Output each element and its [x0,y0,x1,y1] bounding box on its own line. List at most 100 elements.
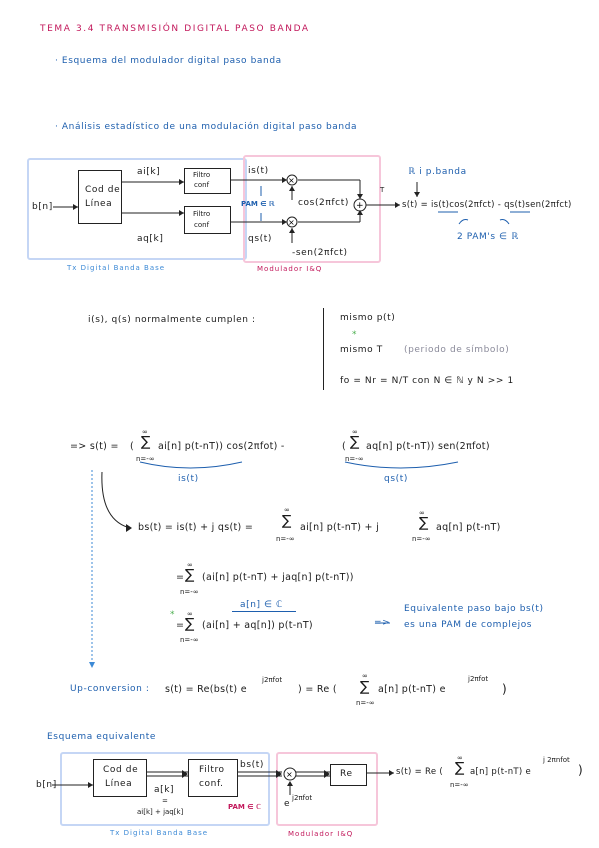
main-paren-open-2: ( [342,441,347,452]
upconv-sum-top: ∞ [362,672,368,680]
upconv-sum-symbol: ∑ [360,679,370,695]
d2-coder-text-1: Cod de [103,765,139,775]
d2-output-end: ) [578,763,583,777]
line3-sum-top: ∞ [187,610,193,618]
d2-ak-equals: = [162,797,168,805]
bullet-text-1: Esquema del modulador digital paso banda [61,56,282,66]
d1-input-label: b[n] [32,202,53,212]
d2-caption-mod: Modulador I&Q [288,830,354,838]
d2-pam-complex-label: PAM ∈ ℂ [228,803,262,811]
bs-sum-top-1: ∞ [284,506,290,514]
line3-star: * [170,610,176,620]
d1-filter-top-block: Filtro conf [184,168,231,194]
main-paren-open-1: ( [130,441,135,452]
main-term-q: aq[n] p(t-nT)) sen(2πfot) [366,441,490,452]
bs-term-2: aq[n] p(t-nT) [436,522,501,533]
d1-T-label: T [380,186,385,194]
d2-re-text: Re [340,769,353,779]
svg-text:×: × [288,218,295,227]
main-term-i: ai[n] p(t-nT)) cos(2πfot) - [158,441,285,452]
d2-ak-label: a[k] [154,785,175,795]
d2-filter-text-2: conf. [199,779,224,789]
d1-cos-label: cos(2πfct) [298,198,349,208]
d2-iq-modulator-region [276,752,378,826]
line2-sum-symbol: ∑ [185,567,195,583]
bs-prefix: bs(t) = is(t) + j qs(t) = [138,522,254,533]
d1-filter-top-text-1: Filtro [193,171,211,179]
brace-label-is: is(t) [178,474,199,484]
conditions-lead: i(s), q(s) normalmente cumplen : [88,315,256,325]
d1-two-pams-label: 2 PAM's ∈ ℝ [457,232,519,242]
bs-term-1: ai[n] p(t-nT) + j [300,522,380,533]
d2-output-eq: s(t) = Re ( [396,767,443,777]
d2-re-block: Re [330,764,367,786]
d1-caption-tx: Tx Digital Banda Base [67,264,166,272]
upconv-label: Up-conversion : [70,684,150,694]
upconv-exp-1: j2πfot [262,676,283,684]
upconv-end: ) [502,682,507,696]
d2-ak-sub: ai[k] + jaq[k] [137,808,184,816]
d2-coder-text-2: Línea [105,779,133,789]
d2-filter-text-1: Filtro [199,765,225,775]
condition-item-2: mismo T [340,345,383,355]
brace-label-qs: qs(t) [384,474,408,484]
line2-expr: (ai[n] p(t-nT) + jaq[n] p(t-nT)) [202,572,354,583]
upconv-sum-bottom: n=-∞ [356,699,375,707]
d1-ai-label: ai[k] [137,167,161,177]
upconv-exp-2: j2πfot [468,675,489,683]
d2-sum-symbol: ∑ [455,760,465,776]
d2-exp-sup: j2πfot [292,794,313,802]
main-sum-top-1: ∞ [142,428,149,436]
bullet-text-2: Análisis estadístico de una modulación d… [61,122,358,132]
svg-text:×: × [288,176,295,185]
d2-exp-base: e [284,799,291,809]
d2-line-coder-block: Cod de Línea [93,759,147,797]
line2-prefix: = [176,572,185,583]
d1-filter-bot-text-2: conf [194,221,210,229]
tx-baseband-region [27,158,247,260]
d1-output-equation: s(t) = is(t)cos(2πfct) - qs(t)sen(2πfct) [402,200,572,210]
d1-coder-text-2: Línea [85,199,113,209]
condition-star: * [352,330,358,340]
upconv-eq-2: ) = Re ( [298,684,337,695]
bullet-item-1: · Esquema del modulador digital paso ban… [55,56,282,66]
iq-modulator-region [243,155,381,263]
bullet-item-2: · Análisis estadístico de una modulación… [55,122,358,132]
d2-bs-label: bs(t) [240,760,264,770]
main-sum-symbol-1: ∑ [141,434,151,450]
upconv-eq-1: s(t) = Re(bs(t) e [165,684,247,695]
d1-filter-bottom-block: Filtro conf [184,206,231,234]
main-sum-top-2: ∞ [352,428,359,436]
d2-caption-tx: Tx Digital Banda Base [110,829,209,837]
d1-sen-label: -sen(2πfct) [292,248,348,258]
d2-input-label: b[n] [36,780,57,790]
condition-item-2-note: (periodo de símbolo) [404,345,510,355]
line3-prefix: = [176,620,185,631]
condition-item-1: mismo p(t) [340,313,396,323]
d1-filter-top-text-2: conf [194,181,210,189]
svg-text:×: × [286,770,293,779]
note-line-1: Equivalente paso bajo bs(t) [404,604,544,614]
line3-arrow: => [374,618,391,628]
d2-sum-bottom: n=-∞ [450,781,469,789]
note-line-2: es una PAM de complejos [404,620,533,630]
bs-sum-symbol-1: ∑ [282,513,292,529]
d2-tx-baseband-region [60,752,270,826]
main-sum-bottom-1: n=-∞ [136,455,155,463]
bs-sum-symbol-2: ∑ [419,515,429,531]
d1-qs-label: qs(t) [248,234,272,244]
an-underline [232,611,296,612]
line2-sum-top: ∞ [187,561,193,569]
conditions-bracket [323,308,324,390]
bs-sum-bottom-1: n=-∞ [276,535,295,543]
d1-coder-text-1: Cod de [85,185,121,195]
line3-sum-bottom: n=-∞ [180,636,199,644]
main-sum-bottom-2: n=-∞ [345,455,364,463]
an-complex-label: a[n] ∈ ℂ [240,600,283,610]
d1-line-coder-block: Cod de Línea [78,170,122,224]
d2-heading: Esquema equivalente [47,732,156,742]
line3-expr: (ai[n] + aq[n]) p(t-nT) [202,620,313,631]
